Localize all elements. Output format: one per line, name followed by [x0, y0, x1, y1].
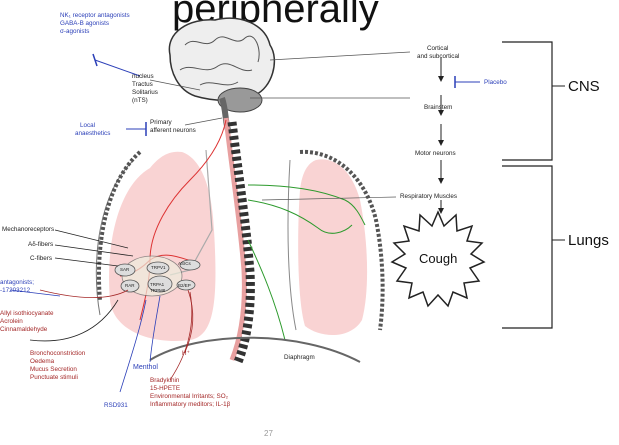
receptor-sar: SAR	[120, 266, 129, 274]
mediator-3: Environmental Irritants; SO₂	[150, 393, 228, 401]
rsd-label: RSD931	[104, 402, 128, 410]
ad-fibers-label: Aδ-fibers	[28, 241, 53, 249]
brainstem-label: Brainstem	[424, 104, 452, 112]
page-number: 27	[264, 429, 273, 438]
nts-label-3: Solitarius	[132, 89, 158, 97]
agent-nk1: NK₁ receptor antagonists	[60, 12, 130, 20]
primary-afferent-1: Primary	[150, 119, 172, 127]
local-anaesthetics-2: anaesthetics	[75, 130, 110, 138]
mechanoreceptors-label: Mechanoreceptors	[2, 226, 54, 234]
receptor-rar: RAR	[125, 282, 135, 290]
diaphragm-label: Diaphragm	[284, 354, 315, 362]
effect-4: Punctuate stimuli	[30, 374, 78, 382]
nts-label-4: (nTS)	[132, 97, 148, 105]
local-anaesthetics-1: Local	[80, 122, 95, 130]
effect-3: Mucus Secretion	[30, 366, 77, 374]
cortical-label-1: Cortical	[427, 45, 448, 53]
irritant-2: Acrolein	[0, 318, 23, 326]
effect-2: Oedema	[30, 358, 54, 366]
antagonists-label-2: -17203212	[0, 287, 30, 295]
antagonists-label-1: antagonists;	[0, 279, 34, 287]
lungs-label: Lungs	[568, 232, 609, 249]
agent-sigma: σ-agonists	[60, 28, 89, 36]
effect-1: Bronchoconstriction	[30, 350, 85, 358]
right-lung	[298, 159, 367, 335]
respiratory-muscles-label: Respiratory Muscles	[400, 193, 457, 201]
cns-bracket	[502, 42, 552, 160]
c-fibers-label: C-fibers	[30, 255, 52, 263]
receptor-trpv1: TRPV1	[151, 264, 166, 272]
mediator-4: Inflammatory meditors; IL-1β	[150, 401, 230, 409]
receptor-asic: ASICs	[178, 260, 191, 268]
irritant-1: Allyl isothiocyanate	[0, 310, 54, 318]
effects-arc	[30, 300, 118, 341]
motor-neurons-label: Motor neurons	[415, 150, 456, 158]
spinal-cord	[226, 118, 244, 360]
mediator-1: Bradykinin	[150, 377, 179, 385]
hplus-label: H⁺	[182, 350, 190, 358]
primary-afferent-2: afferent neurons	[150, 127, 196, 135]
cough-label: Cough	[419, 251, 457, 266]
agent-gabab: GABA-B agonists	[60, 20, 109, 28]
cortical-label-2: and subcortical	[417, 53, 459, 61]
placebo-label: Placebo	[484, 79, 507, 87]
mediator-2: 15-HPETE	[150, 385, 180, 393]
right-lung-edge	[288, 160, 296, 330]
nts-label-1: nucleus	[132, 73, 154, 81]
menthol-label: Menthol	[133, 364, 158, 372]
cns-label: CNS	[568, 78, 600, 95]
nts-label-2: Tractus	[132, 81, 153, 89]
lungs-bracket	[502, 166, 552, 328]
irritant-3: Cinnamaldehyde	[0, 326, 47, 334]
receptor-trpm8: TRPM8	[150, 287, 165, 295]
receptor-bk: B2/EP	[178, 282, 191, 290]
left-lung	[109, 152, 215, 341]
